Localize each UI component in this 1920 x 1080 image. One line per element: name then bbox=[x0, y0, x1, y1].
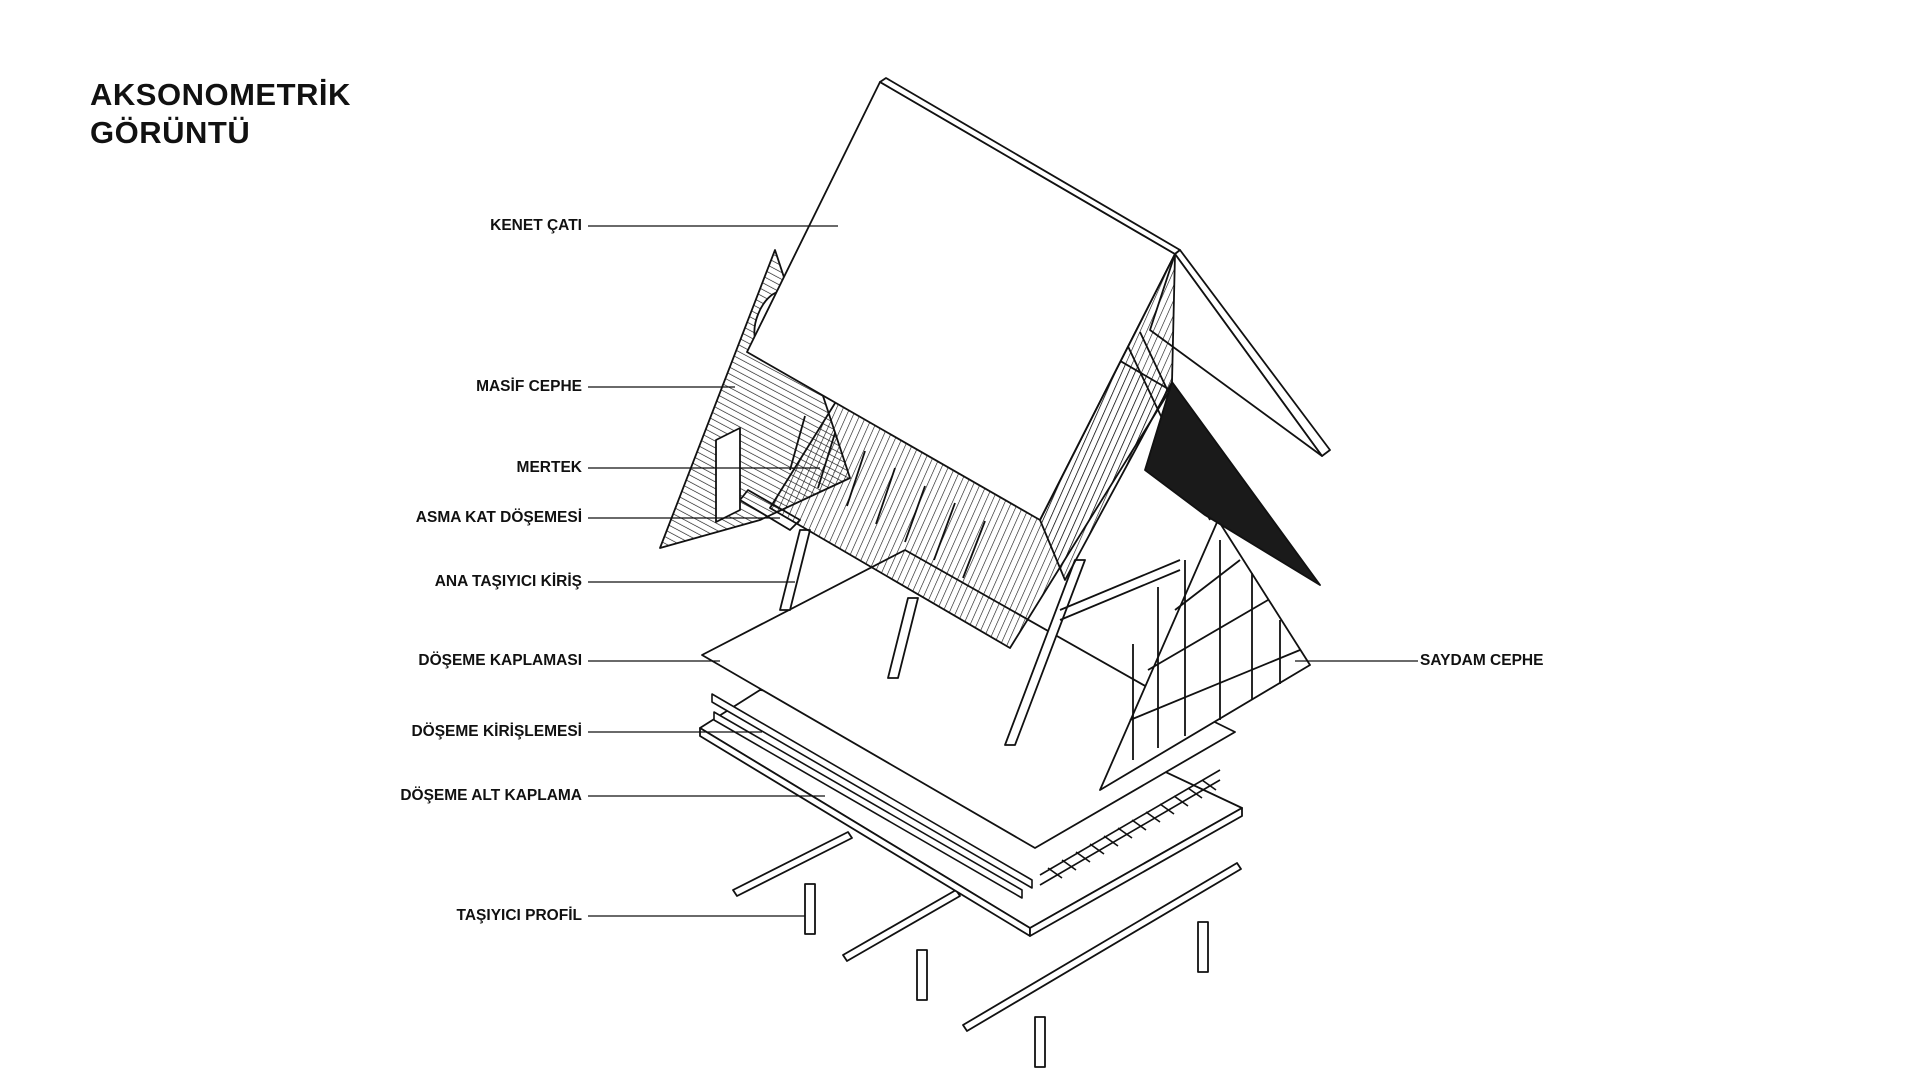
label-ana-tasiyici: ANA TAŞIYICI KİRİŞ bbox=[434, 573, 582, 590]
support-profiles bbox=[732, 831, 1242, 1068]
label-doseme-alt: DÖŞEME ALT KAPLAMA bbox=[400, 787, 582, 804]
label-mertek: MERTEK bbox=[516, 459, 582, 476]
label-doseme-kaplamasi: DÖŞEME KAPLAMASI bbox=[418, 652, 582, 669]
leader-lines bbox=[588, 225, 1418, 917]
label-asma-kat: ASMA KAT DÖŞEMESİ bbox=[415, 509, 582, 526]
floor-joists bbox=[711, 693, 1221, 899]
label-kenet-cati: KENET ÇATI bbox=[490, 217, 582, 234]
title-line-2: GÖRÜNTÜ bbox=[90, 115, 251, 150]
title-line-1: AKSONOMETRİK bbox=[90, 77, 351, 112]
label-masif-cephe: MASİF CEPHE bbox=[476, 378, 582, 395]
page-title: AKSONOMETRİK GÖRÜNTÜ bbox=[90, 76, 351, 152]
label-tasiyici-profil: TAŞIYICI PROFİL bbox=[456, 907, 582, 924]
standing-seam-roof bbox=[746, 77, 1331, 581]
dark-gable-panel bbox=[1144, 381, 1321, 586]
label-doseme-kirislemesi: DÖŞEME KİRİŞLEMESİ bbox=[411, 723, 582, 740]
label-saydam-cephe: SAYDAM CEPHE bbox=[1420, 652, 1544, 669]
